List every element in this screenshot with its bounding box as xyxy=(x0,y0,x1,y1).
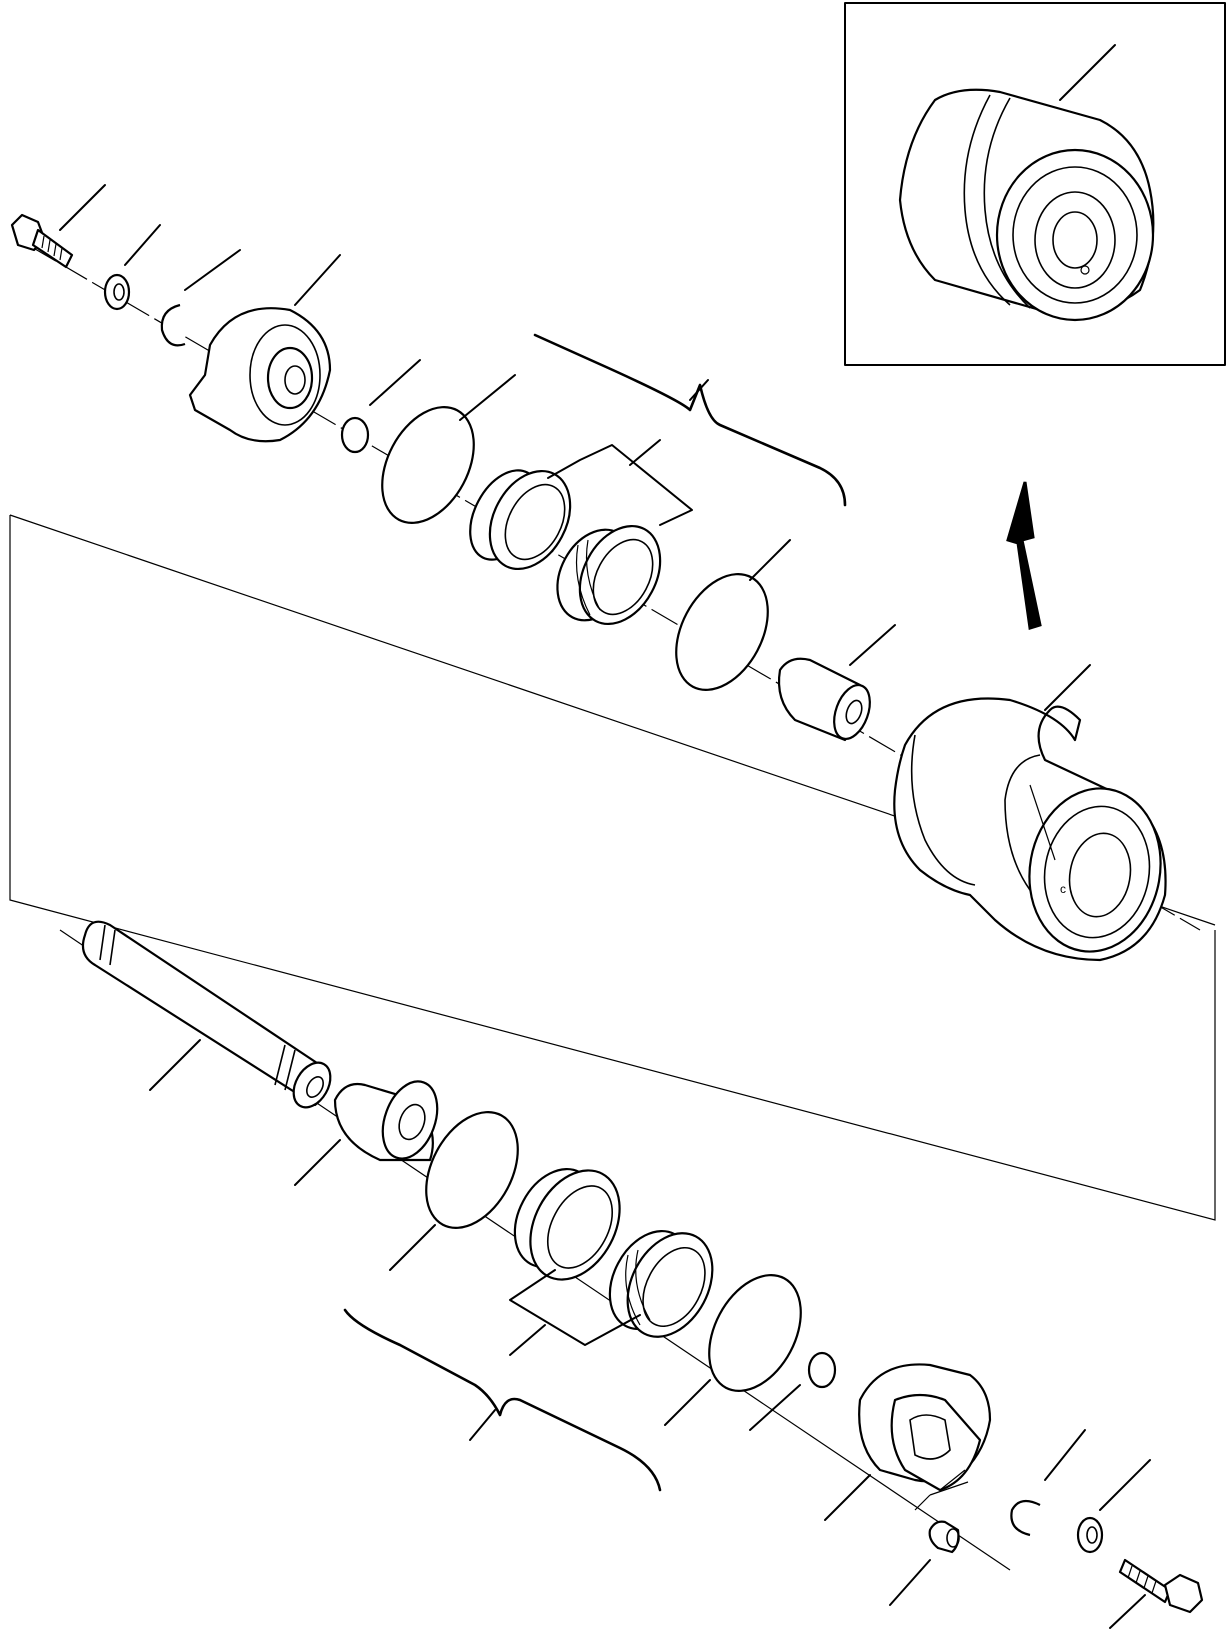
o-ring-small-upper xyxy=(340,359,421,454)
leader-line xyxy=(849,624,896,666)
shaft-icon xyxy=(81,920,332,1109)
leader-line xyxy=(1099,1459,1151,1511)
bushing-lower xyxy=(294,1080,439,1186)
leader-line xyxy=(469,1409,496,1441)
seal-ring-upper-b xyxy=(556,524,662,626)
leader-line xyxy=(294,254,341,306)
leader-line xyxy=(749,539,791,581)
bolt-icon xyxy=(1118,1558,1204,1614)
o-ring-small-lower xyxy=(749,1351,837,1431)
flange-cap-icon xyxy=(858,1363,992,1492)
seal-ring-icon xyxy=(469,469,572,571)
seal-ring-icon xyxy=(608,1229,714,1338)
circlip-upper xyxy=(160,249,241,347)
flange-cap-upper xyxy=(188,254,341,443)
svg-text:c: c xyxy=(1060,882,1066,896)
lower-bracket xyxy=(343,1308,662,1492)
seal-ring-icon xyxy=(556,524,662,626)
circlip-lower xyxy=(1010,1429,1086,1537)
bushing-icon xyxy=(777,657,871,742)
leader-line xyxy=(664,1379,711,1426)
roller-wheel-icon: c xyxy=(893,697,1167,962)
seal-group-bracket xyxy=(509,1269,641,1346)
leader-line xyxy=(509,1324,546,1356)
leader-line xyxy=(749,1384,801,1431)
leader-line xyxy=(369,359,421,406)
o-ring-icon xyxy=(708,1274,802,1392)
arrow-icon xyxy=(1006,481,1042,630)
leader-line xyxy=(389,1224,436,1271)
washer-upper xyxy=(103,224,161,311)
upper-bracket xyxy=(533,333,847,507)
leader-line xyxy=(824,1474,871,1521)
o-ring-lower-b xyxy=(664,1274,802,1426)
leader-line xyxy=(459,374,516,421)
leader-line xyxy=(1044,1429,1086,1481)
washer-icon xyxy=(1076,1516,1104,1554)
bolt-icon xyxy=(10,213,74,269)
leader-line xyxy=(889,1559,931,1606)
o-ring-lower-a xyxy=(389,1111,519,1271)
assembled-roller-icon xyxy=(898,88,1155,322)
o-ring-upper-b xyxy=(675,539,791,691)
bolt-upper xyxy=(10,184,106,269)
circlip-icon xyxy=(1010,1499,1041,1537)
leader-line xyxy=(1044,664,1091,711)
circlip-icon xyxy=(160,303,186,347)
inset-panel xyxy=(844,2,1226,366)
bushing-icon xyxy=(333,1080,439,1162)
o-ring-icon xyxy=(340,416,370,454)
seal-ring-upper-a xyxy=(469,469,572,571)
leader-line xyxy=(1109,1594,1146,1629)
leader-line xyxy=(149,1039,201,1091)
o-ring-large-upper xyxy=(381,374,516,524)
seal-ring-lower-a xyxy=(513,1167,621,1281)
leader-line xyxy=(184,249,241,291)
plug-icon xyxy=(928,1520,960,1554)
seal-ring-lower-b xyxy=(608,1229,714,1338)
leader-line xyxy=(1059,44,1116,101)
bolt-lower xyxy=(1109,1558,1204,1629)
o-ring-icon xyxy=(425,1111,519,1229)
leader-line xyxy=(689,379,709,401)
plug xyxy=(889,1520,960,1606)
leader-line xyxy=(629,439,661,466)
washer-lower xyxy=(1076,1459,1151,1554)
bushing-upper xyxy=(777,624,896,742)
o-ring-icon xyxy=(807,1351,837,1389)
flange-cap-lower xyxy=(824,1363,992,1521)
seal-group-bracket xyxy=(547,444,693,526)
washer-icon xyxy=(103,273,131,311)
flange-cap-icon xyxy=(188,307,332,443)
o-ring-icon xyxy=(381,406,475,524)
o-ring-icon xyxy=(675,573,769,691)
shaft xyxy=(81,920,332,1109)
leader-line xyxy=(124,224,161,266)
plug-axis-line xyxy=(914,1494,931,1511)
roller-wheel: c xyxy=(893,664,1167,962)
plug-axis-line xyxy=(929,1481,969,1496)
seal-ring-icon xyxy=(513,1167,621,1281)
leader-line xyxy=(294,1139,341,1186)
leader-line xyxy=(59,184,106,231)
